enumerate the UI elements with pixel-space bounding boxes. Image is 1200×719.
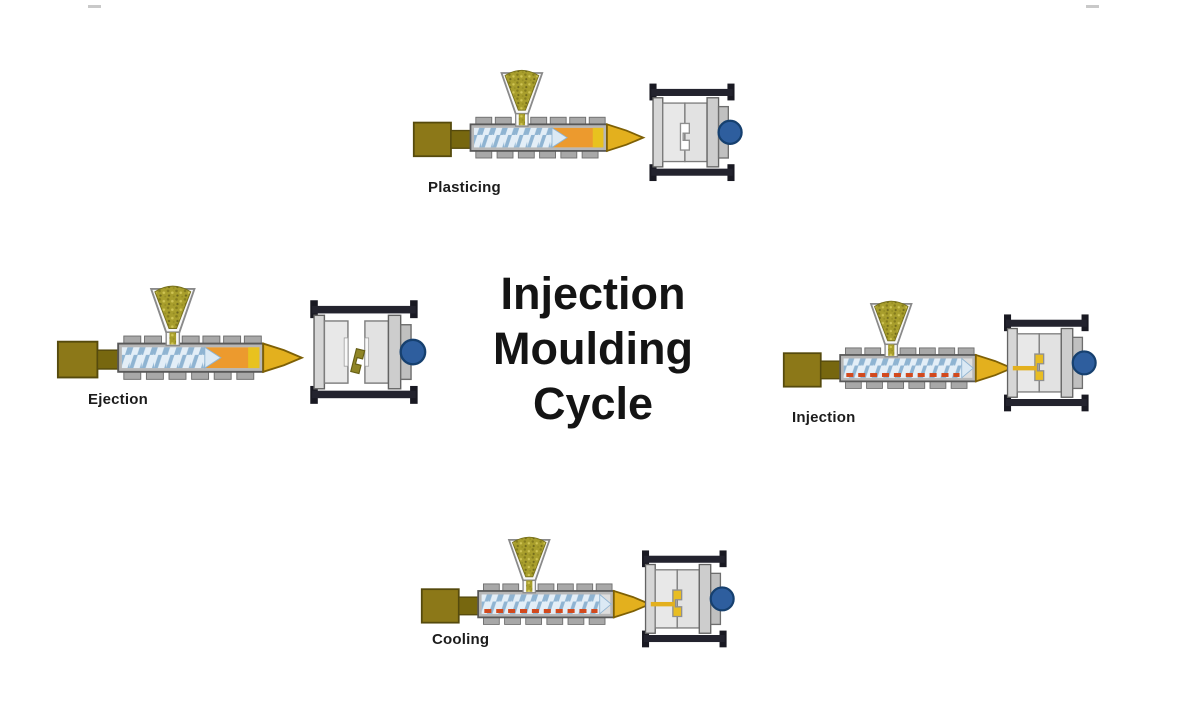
screw-icon xyxy=(481,594,612,615)
injection-machine-illustration xyxy=(782,300,1097,413)
sprue-icon xyxy=(650,601,675,607)
crop-mark-right xyxy=(1086,5,1099,8)
title-line-3: Cycle xyxy=(532,378,654,429)
stage-label-ejection: Ejection xyxy=(88,391,148,408)
diagram-title: Injection Moulding Cycle xyxy=(447,266,739,431)
stage-injection xyxy=(782,288,1130,438)
sprue-icon xyxy=(1012,365,1037,371)
title-line-1: Injection xyxy=(500,268,686,319)
crop-mark-left xyxy=(88,5,101,8)
stage-label-injection: Injection xyxy=(792,409,856,426)
stage-ejection xyxy=(56,272,428,432)
cooling-machine-illustration xyxy=(420,536,735,649)
mould-icon xyxy=(1002,313,1097,413)
screw-icon xyxy=(843,358,974,379)
title-line-2: Moulding xyxy=(493,323,693,374)
nozzle-icon xyxy=(612,590,651,619)
screw-icon xyxy=(473,127,568,148)
ejection-machine-illustration xyxy=(56,285,427,406)
mould-open-icon xyxy=(309,299,427,406)
stage-cooling xyxy=(420,524,768,674)
mould-icon xyxy=(648,82,743,183)
nozzle-icon xyxy=(606,123,645,152)
stage-label-plasticing: Plasticing xyxy=(428,179,501,196)
stage-label-cooling: Cooling xyxy=(432,631,490,648)
nozzle-icon xyxy=(262,342,303,373)
screw-icon xyxy=(121,346,222,369)
mould-icon xyxy=(640,549,735,649)
nozzle-icon xyxy=(974,354,1013,383)
